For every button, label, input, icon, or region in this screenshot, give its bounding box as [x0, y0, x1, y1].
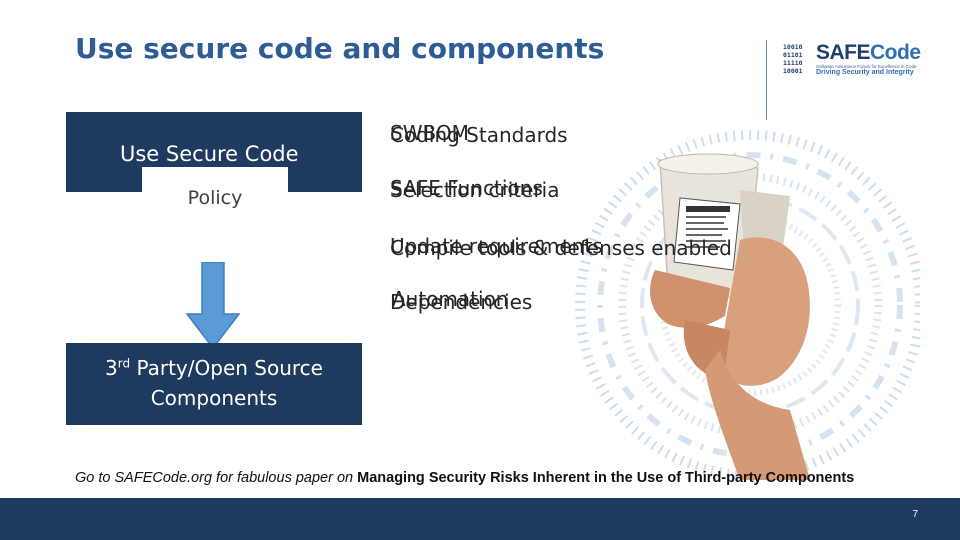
- policy-box: Policy: [142, 167, 288, 262]
- bullet-update-requirements: Update requirements: [390, 234, 603, 258]
- bullet-safe-functions: SAFE Functions: [390, 176, 543, 200]
- logo-tagline: Software Assurance Forum for Excellence …: [816, 64, 917, 69]
- logo-wordmark: SAFECode: [816, 41, 921, 64]
- logo-binary-icon: 10010 01101 11110 10001: [783, 43, 803, 75]
- bullet-coding-standards: Coding Standards: [390, 123, 568, 147]
- page-number: 7: [912, 509, 918, 520]
- bullet-automation: Automation: [392, 287, 509, 311]
- logo-divider: [766, 40, 767, 120]
- safecode-logo: 10010 01101 11110 10001 SAFECode Softwar…: [783, 41, 933, 79]
- slide-title: Use secure code and components: [75, 32, 605, 65]
- bullet-compile-tools: Compile tools & defenses enabled: [390, 236, 732, 260]
- logo-slogan: Driving Security and Integrity: [816, 69, 914, 76]
- policy-label: Policy: [187, 187, 243, 209]
- hand-icon: [650, 237, 810, 480]
- paper-title: Managing Security Risks Inherent in the …: [357, 470, 855, 486]
- third-party-components-box: 3rd Party/Open Source Components: [66, 343, 362, 425]
- third-party-components-label: 3rd Party/Open Source Components: [105, 356, 323, 410]
- footer-bar: 7: [0, 498, 960, 540]
- use-secure-code-label: Use Secure Code: [120, 142, 299, 166]
- footnote: Go to SAFECode.org for fabulous paper on…: [75, 470, 855, 486]
- bullet-dependencies: Dependencies: [390, 290, 533, 314]
- binary-ring-photo: [575, 130, 920, 480]
- yogurt-cup-icon: [657, 153, 790, 301]
- down-arrow-icon: [185, 262, 241, 350]
- bullet-selection-criteria: Selection criteria: [390, 178, 560, 202]
- bullet-swbom: SWBOM: [390, 121, 469, 145]
